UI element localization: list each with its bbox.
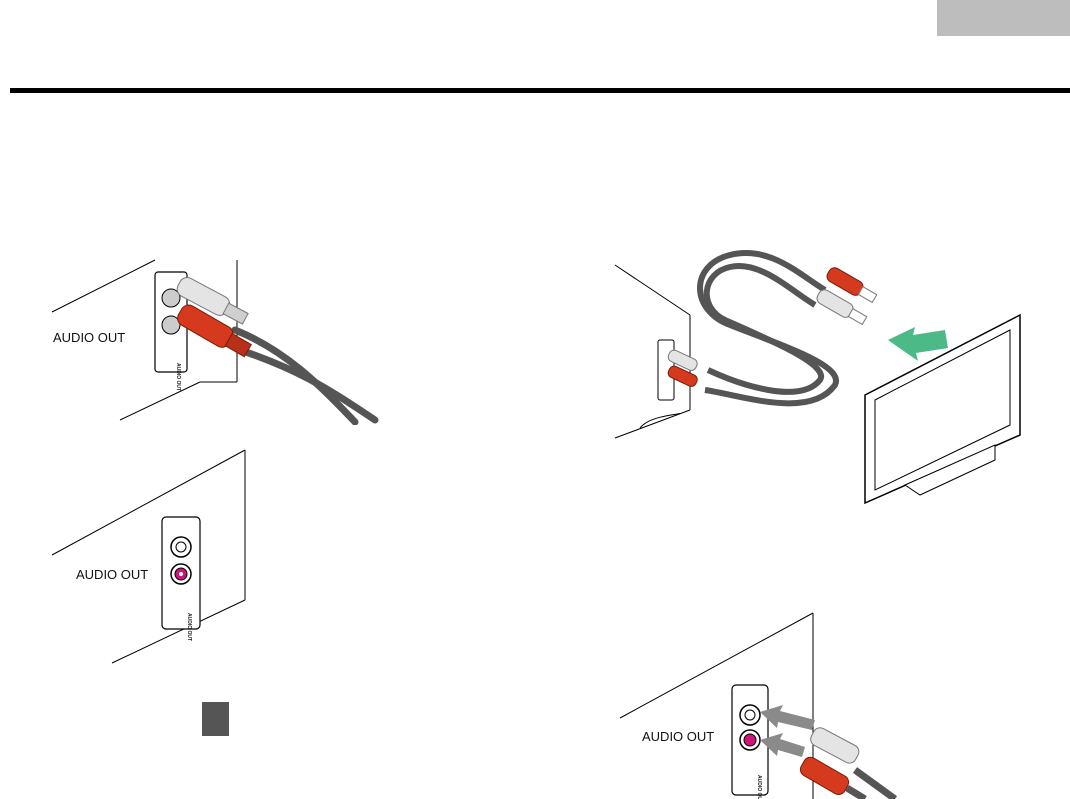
header-rule [10, 88, 1070, 93]
jack-panel-text: AUDIO OUT [175, 363, 181, 391]
figure-insert-cables: AUDIO OUT AUDIO OUT [615, 610, 915, 799]
figure-panel-empty: AUDIO OUT AUDIO OUT [50, 445, 260, 670]
figure-cables-connected: AUDIO OUT AUDIO OUT [40, 250, 390, 425]
page-marker-square [202, 702, 229, 736]
jack-panel-text: AUDIO OUT [756, 775, 762, 799]
audio-out-label: AUDIO OUT [53, 330, 125, 345]
cable-line [240, 350, 375, 420]
audio-out-label: AUDIO OUT [642, 729, 714, 744]
figure-cable-to-tv [610, 245, 1050, 510]
audio-out-label: AUDIO OUT [76, 567, 148, 582]
header-tab [937, 0, 1070, 36]
green-arrow-icon [888, 327, 948, 361]
jack-panel-text: AUDIO OUT [186, 613, 192, 641]
